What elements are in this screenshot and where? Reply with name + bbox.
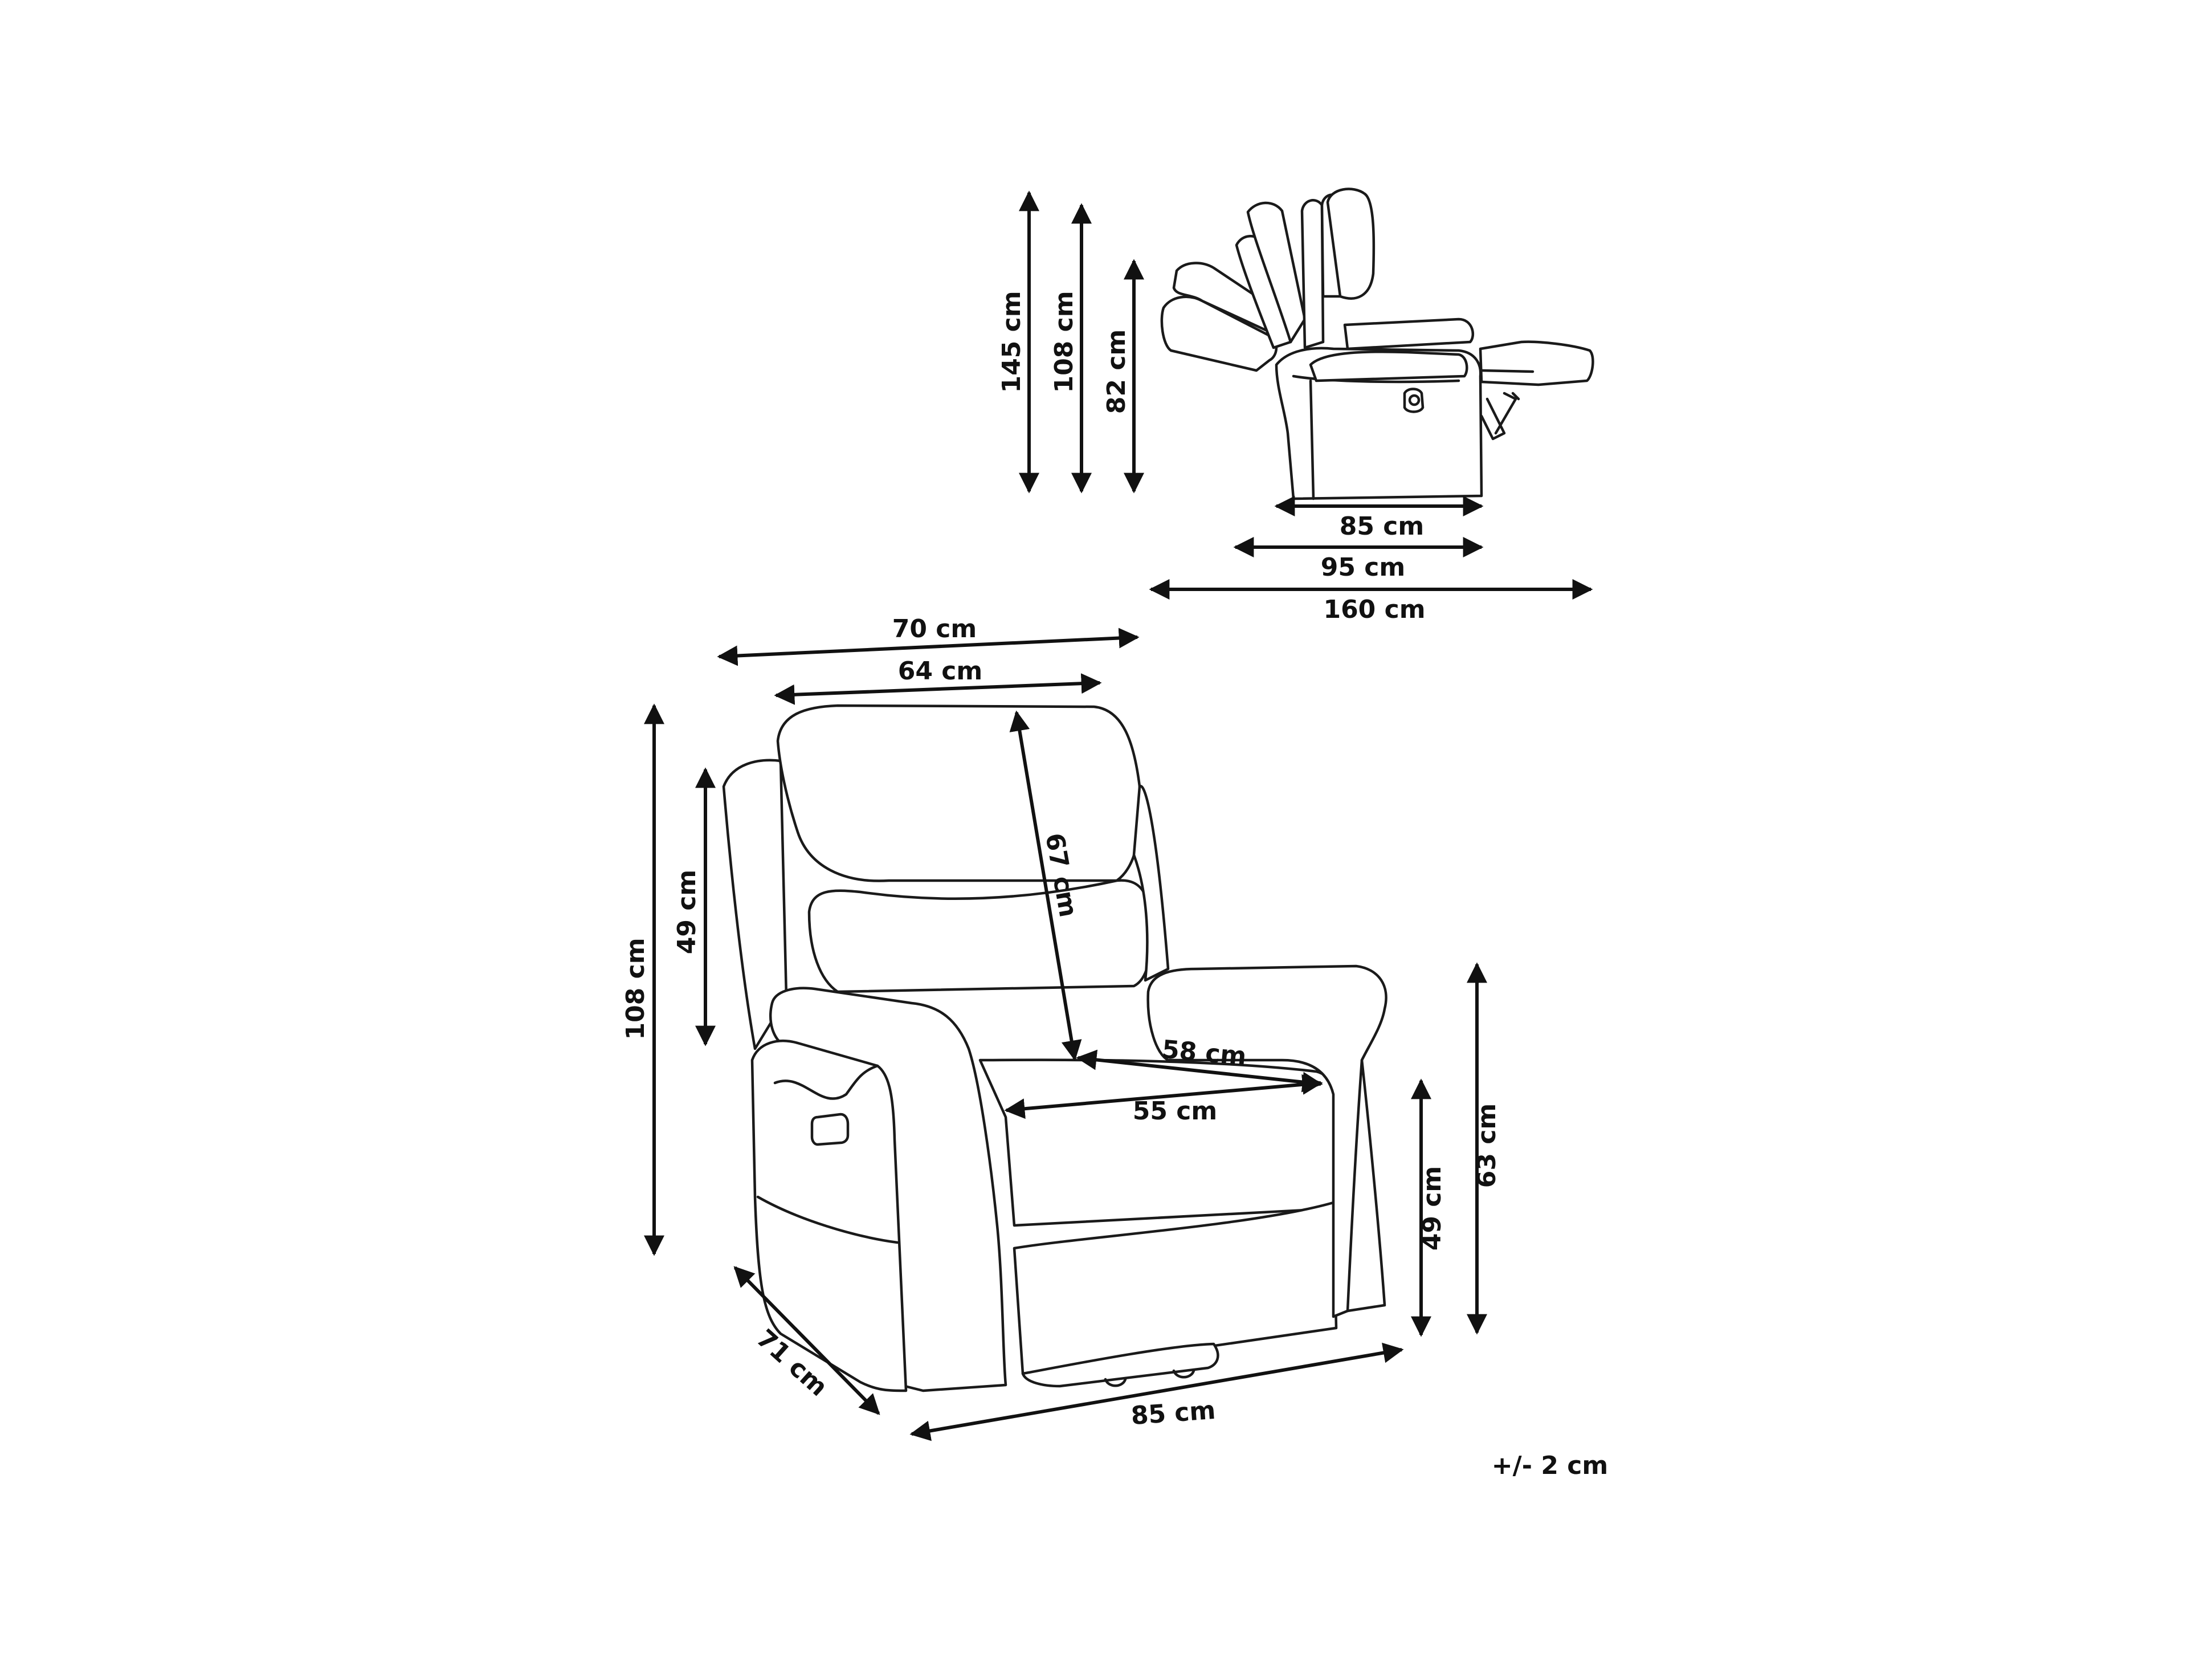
base-width-arrow — [909, 1342, 1404, 1441]
upright-height-label: 108 cm — [1050, 291, 1079, 393]
backrest-width-arrow — [774, 673, 1102, 705]
tolerance-note: +/- 2 cm — [1492, 1451, 1608, 1480]
side-view-depth-dimensions: 85 cm 95 cm 160 cm — [1149, 496, 1593, 624]
low-height-label: 82 cm — [1102, 329, 1131, 414]
side-view-height-dimensions: 145 cm 108 cm 82 cm — [997, 190, 1144, 494]
backrest-height-label: 49 cm — [672, 870, 701, 954]
front-view-recliner-illustration — [722, 704, 1387, 1392]
seat-width-label: 55 cm — [1133, 1097, 1217, 1126]
armrest-height-label: 63 cm — [1472, 1103, 1501, 1188]
side-view-recliner-illustration — [1160, 188, 1594, 500]
max-height-label: 145 cm — [997, 291, 1026, 393]
backrest-length-arrow — [1009, 710, 1082, 1061]
total-width-arrow — [717, 628, 1140, 666]
depth-arrow — [733, 1266, 880, 1415]
total-width-label: 70 cm — [892, 614, 977, 643]
total-height-label: 108 cm — [621, 938, 650, 1040]
reclined-depth-label: 160 cm — [1323, 595, 1425, 624]
base-width-label: 85 cm — [1130, 1396, 1217, 1431]
semi-reclined-depth-label: 95 cm — [1321, 553, 1405, 582]
backrest-width-label: 64 cm — [898, 657, 982, 686]
upright-depth-label: 85 cm — [1340, 512, 1424, 541]
seat-width-arrow — [1004, 1074, 1323, 1119]
seat-height-label: 49 cm — [1418, 1166, 1447, 1250]
